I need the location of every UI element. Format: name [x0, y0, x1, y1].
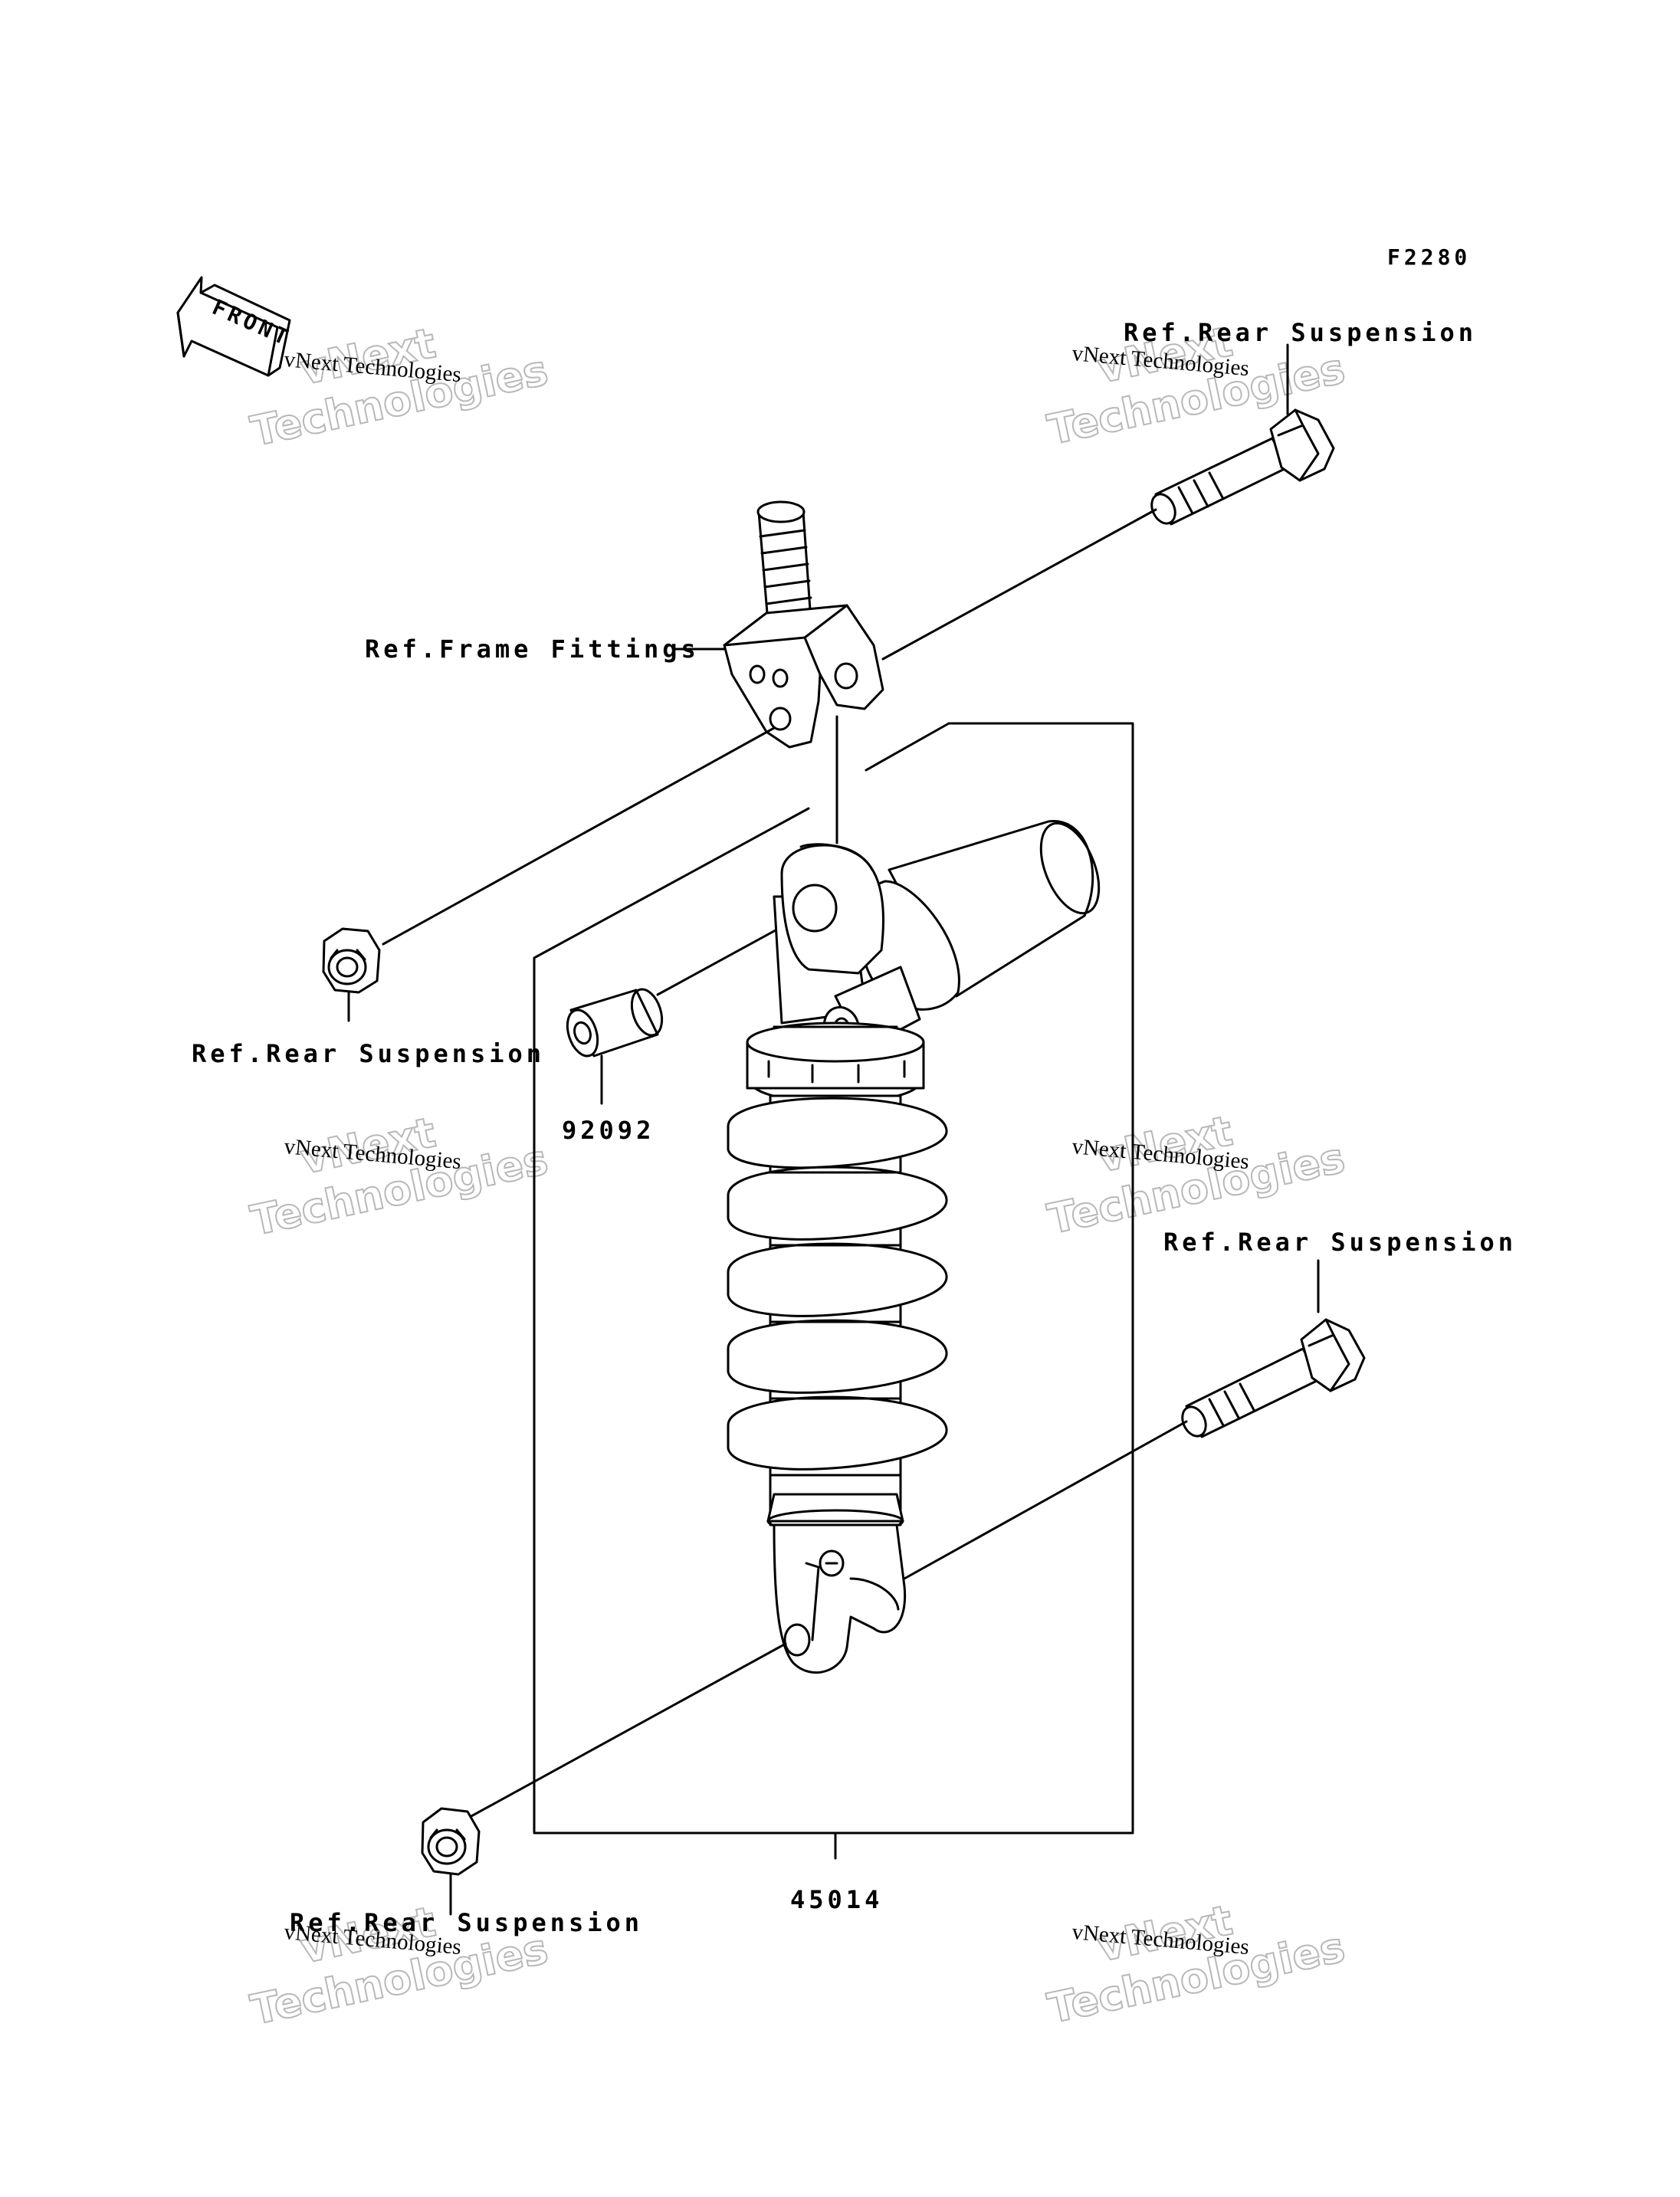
frame-fitting-bracket — [723, 604, 884, 749]
upper-bolt-axis-line — [881, 508, 1157, 661]
assembly-bracket — [533, 722, 1134, 1835]
lower-nut-axis-line — [470, 1642, 787, 1818]
lower-nut — [421, 1807, 481, 1876]
label-45014: 45014 — [790, 1885, 883, 1914]
label-92092: 92092 — [562, 1116, 655, 1145]
lower-bolt-axis-line — [903, 1420, 1188, 1580]
lower-mounting-bolt — [1181, 1318, 1366, 1438]
watermark-bottom-left: vNext Technologies — [246, 1897, 553, 2035]
figure-code: F2280 — [1387, 244, 1471, 270]
upper-mounting-bolt — [1150, 408, 1335, 526]
left-nut — [322, 927, 381, 994]
label-right-bolt: Ref.Rear Suspension — [1163, 1228, 1517, 1257]
collar-92092 — [566, 988, 664, 1058]
frame-fitting-stud — [756, 500, 812, 624]
front-arrow-icon: FRONT — [176, 276, 295, 377]
label-lower-nut: Ref.Rear Suspension — [290, 1908, 643, 1937]
label-left-nut: Ref.Rear Suspension — [192, 1039, 545, 1068]
label-top-right-bolt: Ref.Rear Suspension — [1124, 318, 1477, 347]
label-frame-fittings: Ref.Frame Fittings — [365, 635, 700, 664]
shock-absorber — [727, 820, 1101, 1674]
left-nut-axis-line — [382, 726, 776, 946]
